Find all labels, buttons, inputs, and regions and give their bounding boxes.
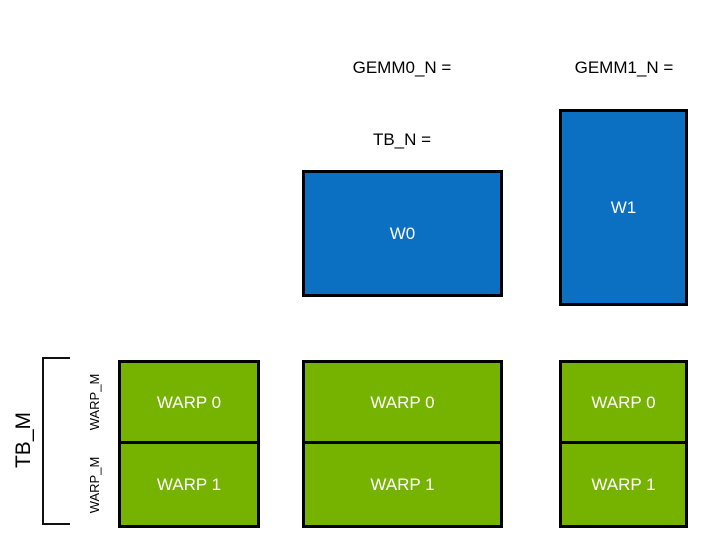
green-cell-left-warp1: WARP 1 bbox=[121, 444, 257, 525]
green-cell-middle-warp1: WARP 1 bbox=[305, 444, 500, 525]
blue-tile-w1-label: W1 bbox=[610, 198, 637, 217]
caption-gemm0-line1: GEMM0_N = bbox=[352, 58, 452, 77]
green-cell-middle-warp0: WARP 0 bbox=[305, 363, 500, 444]
green-cell-right-warp0: WARP 0 bbox=[562, 363, 685, 444]
green-cell-right-warp1: WARP 1 bbox=[562, 444, 685, 525]
warp-m-label-upper: WARP_M bbox=[87, 373, 102, 431]
warp-m-label-lower: WARP_M bbox=[87, 456, 102, 514]
green-cell-right-warp0-label: WARP 0 bbox=[591, 392, 656, 412]
caption-gemm1-line1: GEMM1_N = bbox=[574, 58, 674, 77]
tb-m-bracket bbox=[42, 357, 70, 525]
green-cell-right-warp1-label: WARP 1 bbox=[591, 475, 656, 494]
green-column-middle: WARP 0 WARP 1 bbox=[302, 360, 503, 528]
green-cell-middle-warp1-label: WARP 1 bbox=[370, 475, 435, 494]
green-cell-left-warp1-label: WARP 1 bbox=[156, 475, 222, 494]
green-cell-left-warp0-label: WARP 0 bbox=[156, 392, 222, 412]
green-cell-middle-warp0-label: WARP 0 bbox=[370, 392, 435, 412]
caption-gemm0-line2: TB_N = bbox=[372, 130, 432, 149]
green-column-right: WARP 0 WARP 1 bbox=[559, 360, 688, 528]
tb-m-label: TB_M bbox=[12, 412, 35, 469]
blue-tile-w0: W0 bbox=[302, 170, 503, 297]
green-column-left: WARP 0 WARP 1 bbox=[118, 360, 260, 528]
blue-tile-w0-label: W0 bbox=[389, 224, 416, 243]
green-cell-left-warp0: WARP 0 bbox=[121, 363, 257, 444]
blue-tile-w1: W1 bbox=[559, 109, 688, 306]
